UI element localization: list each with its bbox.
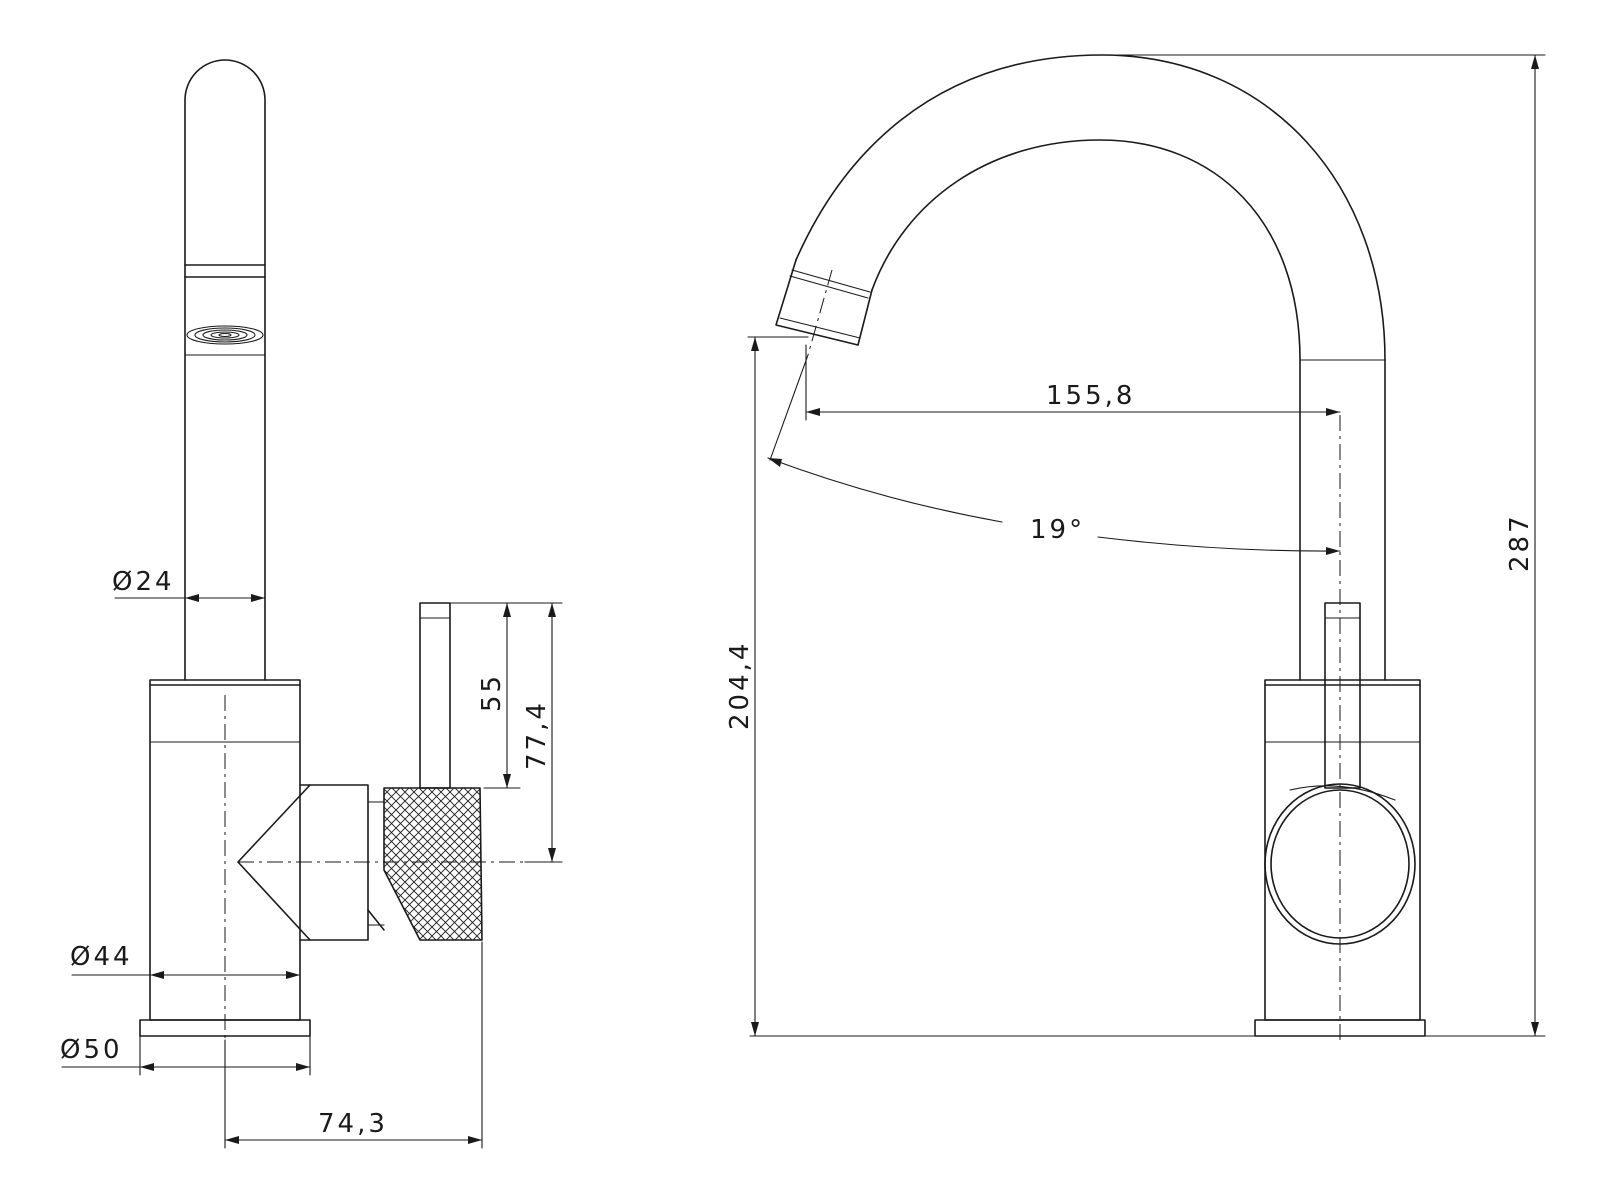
front-view: [775, 54, 1426, 1040]
label-handle-offset: 74,3: [318, 1109, 388, 1139]
handle-disc-rim: [1289, 785, 1396, 801]
label-outlet-height: 204,4: [725, 641, 755, 730]
label-lever-height: 77,4: [522, 700, 552, 770]
spout-arc-inner: [871, 139, 1301, 361]
side-dimensions: Ø24 Ø44 Ø50 74,3 55 77,4: [60, 567, 563, 1149]
base-plate: [139, 1019, 311, 1037]
spout-tip-ring: [791, 269, 871, 293]
spout-tube-side: [184, 59, 266, 681]
label-body-diameter: Ø44: [70, 942, 133, 972]
front-dimensions: 155,8 19° 204,4 287: [725, 54, 1546, 1037]
body-front: [1264, 679, 1421, 1021]
spout-tip-axis: [807, 269, 833, 356]
label-spout-diameter: Ø24: [112, 567, 175, 597]
lever-front: [1324, 602, 1361, 789]
label-base-diameter: Ø50: [60, 1035, 123, 1065]
label-lever-length: 55: [477, 673, 507, 712]
label-overall-height: 287: [1505, 513, 1535, 572]
spout-tip: [775, 259, 873, 346]
aerator-icon: [186, 325, 264, 345]
dim-arc-angle-right: [1097, 536, 1341, 552]
lever-side: [419, 602, 451, 789]
ext-line-angle: [769, 354, 809, 461]
knurled-handle: [383, 787, 483, 941]
spout-tip-ring-2: [789, 275, 869, 299]
cartridge-chamfer: [367, 909, 385, 931]
label-spout-reach: 155,8: [1046, 381, 1135, 411]
side-view: [139, 59, 525, 1040]
spout-tip-face: [779, 317, 861, 339]
dim-arc-angle-left: [767, 457, 1003, 523]
label-spout-angle: 19°: [1030, 515, 1085, 545]
